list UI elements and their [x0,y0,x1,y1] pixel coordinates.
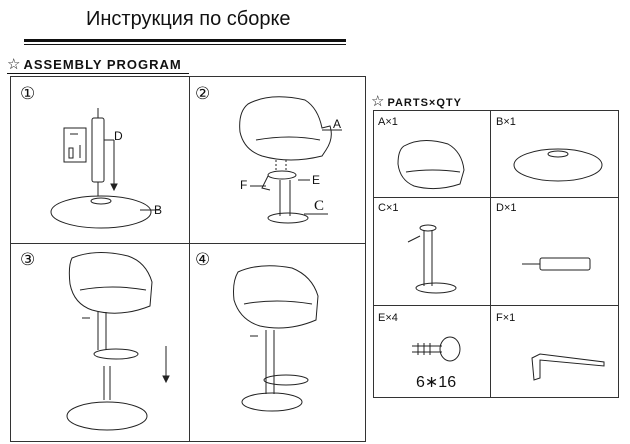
bolt-size: 6∗16 [416,374,457,391]
part-b-label: B×1 [496,116,516,128]
callout-c: C [314,198,325,214]
star-icon: ☆ [371,93,386,110]
step-2-number: ② [195,84,211,104]
mechanism-plate [267,170,297,180]
footrest-ring [93,348,139,360]
parts-divider-vertical [490,110,491,398]
callout-d: D [114,129,123,143]
assembly-heading-text: ASSEMBLY PROGRAM [23,57,182,72]
parts-panel [373,110,619,398]
part-e-label: E×4 [378,312,398,324]
callout-e: E [312,173,321,187]
assembly-divider-horizontal [10,243,366,244]
parts-heading-text: PARTS×QTY [387,97,462,109]
base-with-cylinder [66,401,148,431]
base-plate-b [50,195,152,229]
footrest-ring-c [267,212,309,224]
title-rule [24,39,346,42]
assembly-heading: ☆ASSEMBLY PROGRAM [7,55,182,73]
assembled-seat [68,252,153,314]
part-b-base [513,148,603,182]
star-icon: ☆ [7,56,22,73]
callout-f: F [240,178,248,192]
step-3-number: ③ [20,250,36,270]
seat-shell-a [239,96,332,161]
part-d-cylinder [539,257,591,271]
part-c-label: C×1 [378,202,399,214]
part-a-label: A×1 [378,116,398,128]
assembly-panel [10,76,366,442]
assembly-divider-vertical [189,76,190,442]
finished-footrest [263,374,309,386]
part-d-label: D×1 [496,202,517,214]
step-1-number: ① [20,84,36,104]
title-rule-thin [24,44,346,45]
finished-base [241,392,303,412]
part-f-label: F×1 [496,312,516,324]
parts-heading: ☆PARTS×QTY [371,92,462,110]
instruction-tag-icon [63,127,87,163]
part-f-hex-key [531,353,605,381]
assembly-underline [7,73,189,74]
callout-a: A [333,117,342,131]
parts-divider-2 [373,305,619,306]
page-title: Инструкция по сборке [86,8,291,30]
callout-b: B [154,203,163,217]
part-a-seat [397,140,465,190]
parts-divider-1 [373,197,619,198]
step-4-number: ④ [195,250,211,270]
finished-seat [233,265,319,329]
